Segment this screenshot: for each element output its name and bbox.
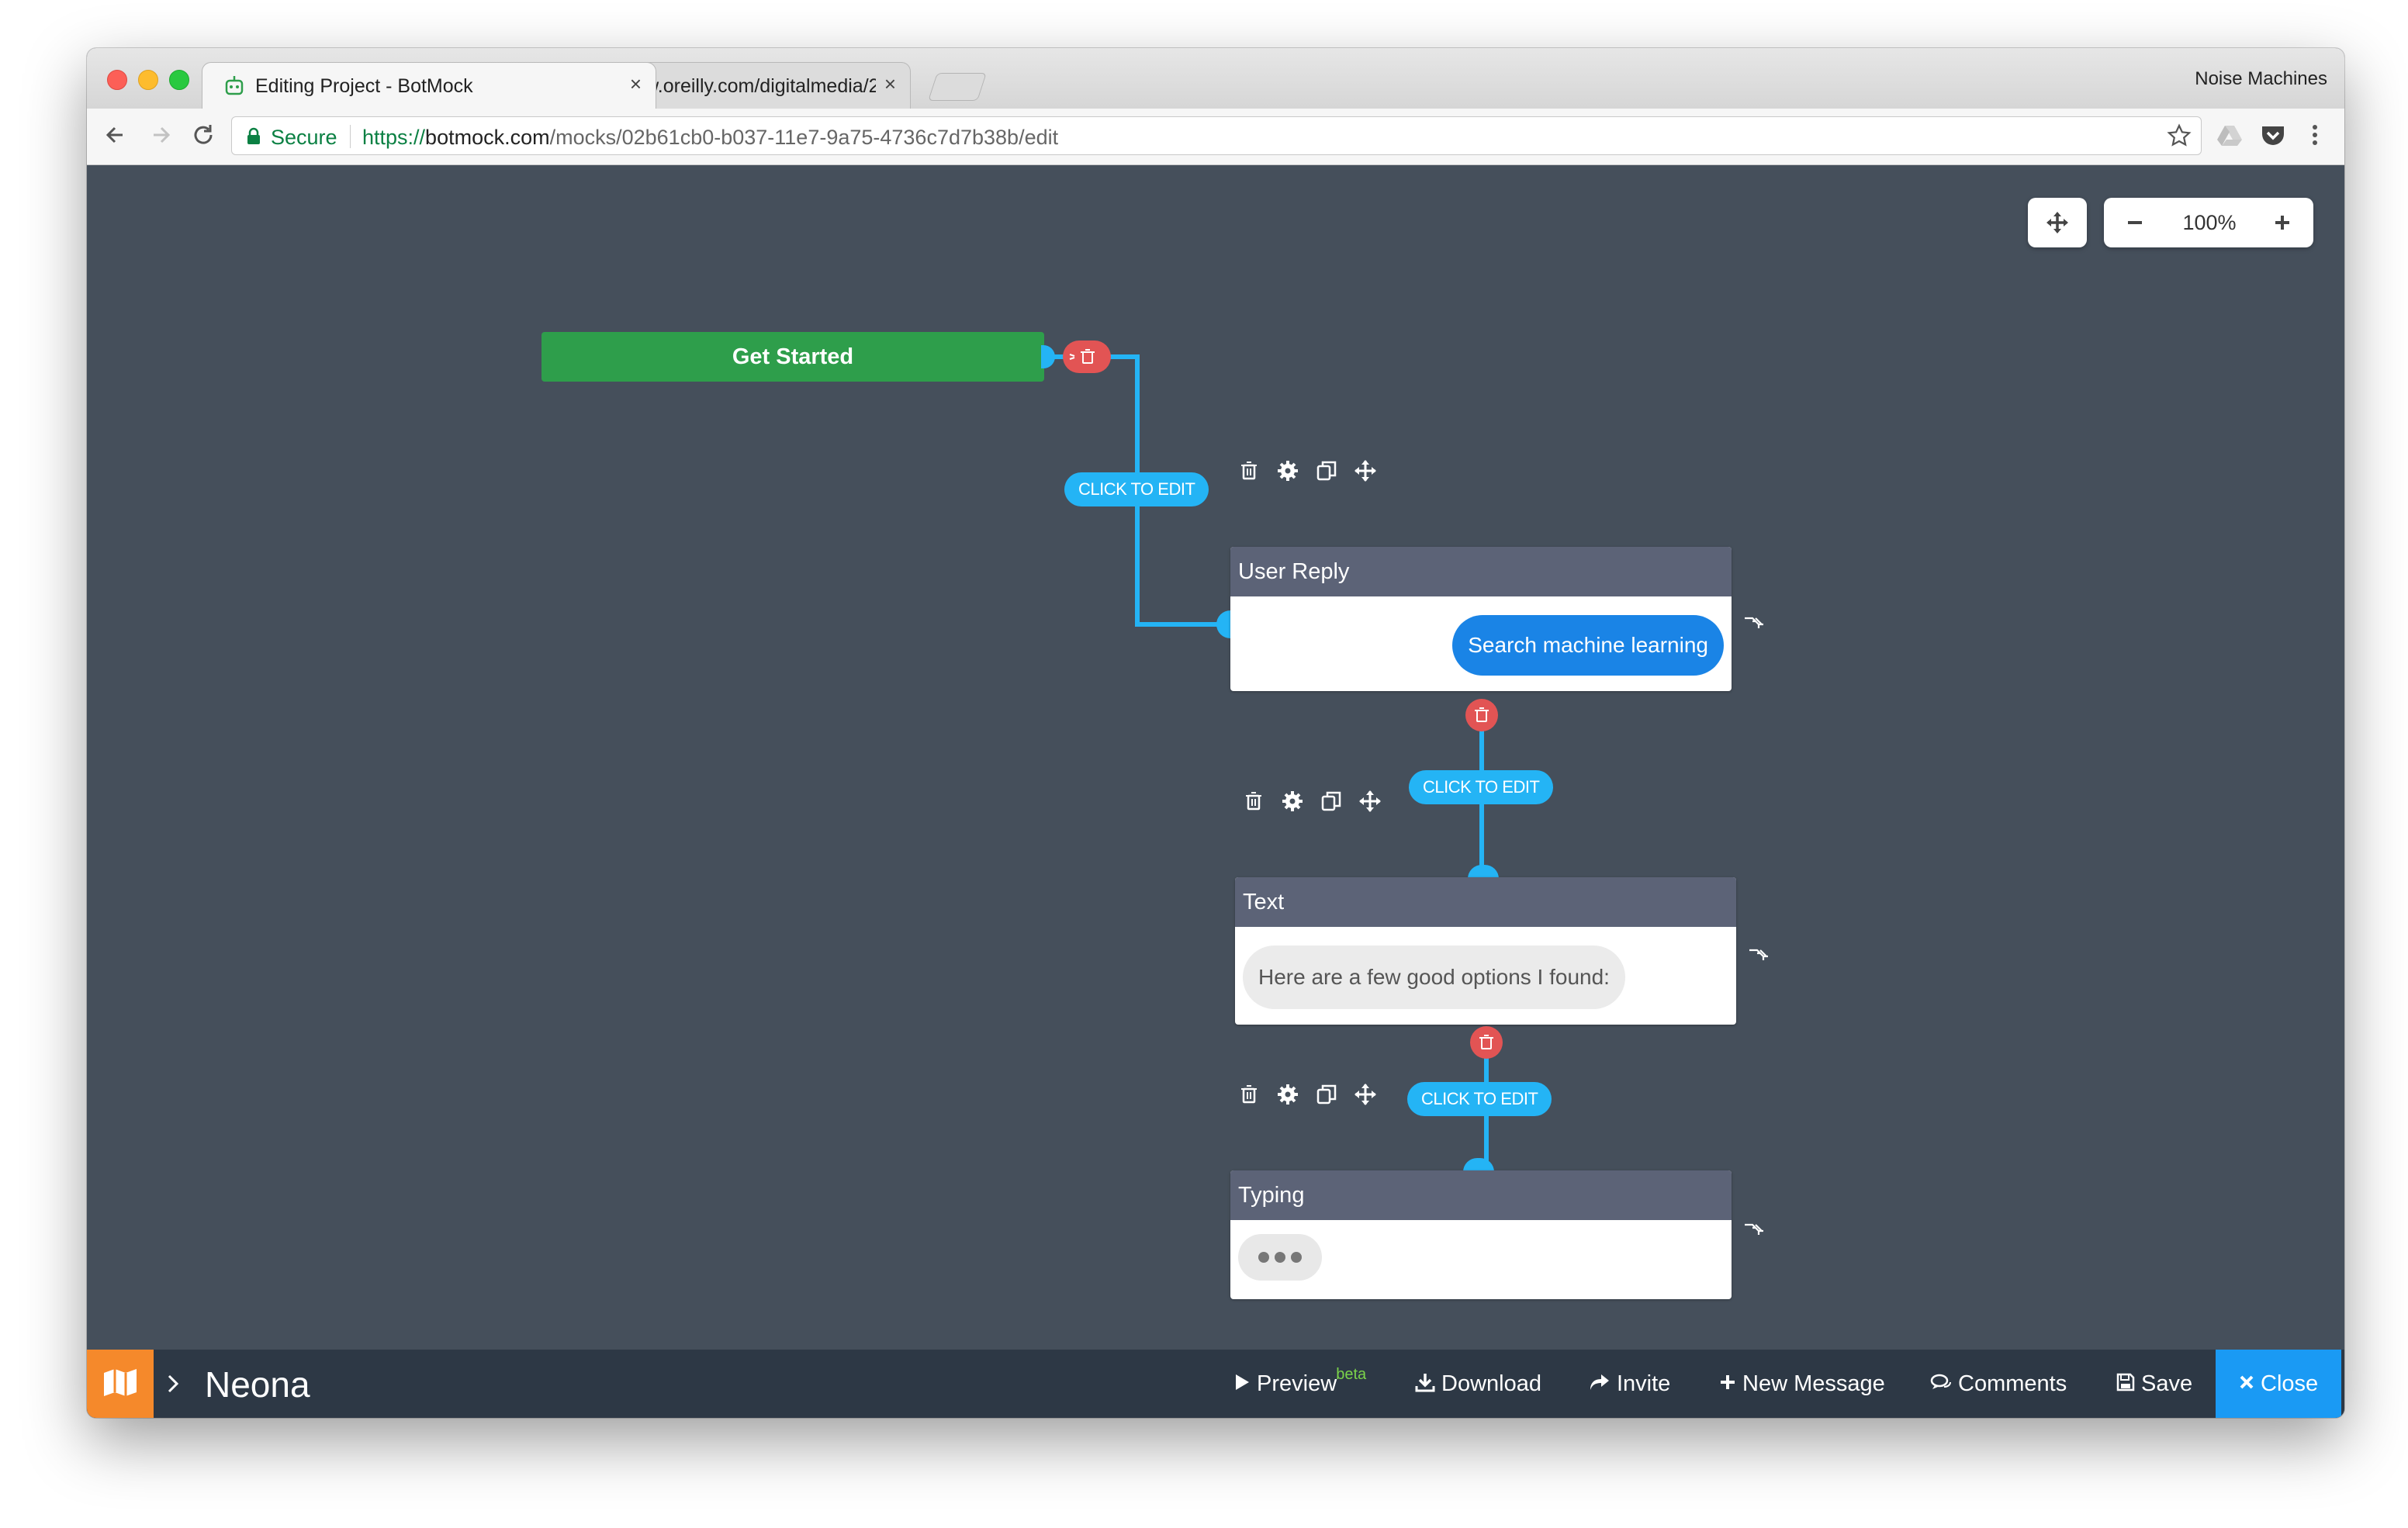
connection-wires	[1044, 354, 1489, 1186]
maximize-window-button[interactable]	[169, 70, 189, 90]
play-icon	[1236, 1374, 1249, 1391]
drive-extension-icon[interactable]	[2216, 121, 2244, 149]
beta-badge: beta	[1336, 1366, 1367, 1383]
duplicate-node-icon[interactable]	[1313, 1080, 1341, 1108]
center-view-button[interactable]	[2028, 198, 2087, 247]
branch-link-icon[interactable]	[1742, 614, 1766, 631]
trash-icon	[1069, 349, 1095, 364]
text-node[interactable]: Text Here are a few good options I found…	[1235, 877, 1736, 1025]
zoom-out-icon[interactable]	[2118, 206, 2152, 240]
lock-icon	[247, 127, 260, 144]
project-name[interactable]: Neona	[205, 1364, 310, 1405]
save-button[interactable]: Save	[2116, 1350, 2192, 1418]
pocket-extension-icon[interactable]	[2259, 121, 2287, 149]
zoom-control: 100%	[2104, 198, 2313, 247]
address-bar[interactable]: Secure https://botmock.com/mocks/02b61cb…	[231, 116, 2202, 155]
floppy-disk-icon	[2116, 1374, 2135, 1391]
new-tab-button[interactable]	[928, 73, 987, 101]
delete-connection-button[interactable]	[1465, 699, 1498, 731]
delete-node-icon[interactable]	[1235, 1080, 1263, 1108]
move-node-icon[interactable]	[1351, 457, 1379, 485]
node-toolbar	[1235, 457, 1390, 485]
profile-name[interactable]: Noise Machines	[2195, 68, 2327, 89]
get-started-node[interactable]: Get Started	[541, 332, 1044, 382]
user-message-bubble[interactable]: Search machine learning	[1452, 615, 1724, 676]
botmock-logo[interactable]	[87, 1350, 154, 1418]
close-tab-icon[interactable]: ×	[629, 72, 642, 95]
bot-message-bubble[interactable]: Here are a few good options I found:	[1243, 945, 1625, 1009]
back-icon[interactable]	[101, 119, 132, 150]
output-connector[interactable]	[1041, 345, 1055, 368]
input-connector[interactable]	[1468, 865, 1499, 879]
chevron-right-icon	[168, 1374, 179, 1393]
click-to-edit-button[interactable]: CLICK TO EDIT	[1064, 472, 1209, 506]
branch-link-icon[interactable]	[1742, 1220, 1766, 1237]
node-header: User Reply	[1230, 547, 1732, 596]
trash-icon	[1475, 707, 1489, 722]
settings-gear-icon[interactable]	[1278, 787, 1306, 815]
duplicate-node-icon[interactable]	[1313, 457, 1341, 485]
forward-icon[interactable]	[144, 119, 175, 150]
address-divider	[350, 125, 351, 148]
node-header: Text	[1235, 877, 1736, 927]
delete-node-icon[interactable]	[1240, 787, 1268, 815]
minimize-window-button[interactable]	[138, 70, 158, 90]
zoom-in-icon[interactable]	[2265, 206, 2299, 240]
trash-icon	[1479, 1035, 1493, 1049]
bookmark-star-icon[interactable]	[2167, 123, 2192, 148]
user-reply-node[interactable]: User Reply Search machine learning	[1230, 547, 1732, 691]
tab-editing-project[interactable]: Editing Project - BotMock ×	[202, 62, 656, 109]
delete-connection-button[interactable]	[1063, 341, 1111, 373]
close-x-icon	[2240, 1375, 2254, 1389]
node-toolbar	[1240, 787, 1395, 815]
browser-toolbar: Secure https://botmock.com/mocks/02b61cb…	[87, 109, 2344, 165]
new-message-button[interactable]: New Message	[1719, 1350, 1885, 1418]
typing-node[interactable]: Typing	[1230, 1170, 1732, 1299]
comments-button[interactable]: Comments	[1930, 1350, 2067, 1418]
close-window-button[interactable]	[107, 70, 127, 90]
delete-connection-button[interactable]	[1470, 1026, 1503, 1059]
tab-title: Editing Project - BotMock	[255, 75, 473, 97]
node-header: Typing	[1230, 1170, 1732, 1220]
tab-strip: Editing Project - BotMock × DR www.oreil…	[87, 48, 2344, 109]
flow-canvas[interactable]: 100% Get Started CLICK TO EDIT	[87, 165, 2344, 1350]
close-button[interactable]: Close	[2216, 1350, 2342, 1418]
node-toolbar	[1235, 1080, 1390, 1108]
reload-icon[interactable]	[188, 119, 219, 150]
settings-gear-icon[interactable]	[1274, 1080, 1302, 1108]
download-icon	[1415, 1374, 1435, 1392]
typing-indicator	[1238, 1234, 1322, 1281]
tab-title: www.oreilly.com/digitalmedia/2	[617, 75, 876, 97]
comments-icon	[1930, 1374, 1951, 1390]
download-button[interactable]: Download	[1415, 1350, 1541, 1418]
click-to-edit-button[interactable]: CLICK TO EDIT	[1407, 1082, 1552, 1116]
zoom-level: 100%	[2182, 211, 2237, 234]
url-text[interactable]: https://botmock.com/mocks/02b61cb0-b037-…	[362, 126, 1059, 149]
move-node-icon[interactable]	[1351, 1080, 1379, 1108]
branch-link-icon[interactable]	[1747, 945, 1770, 963]
delete-node-icon[interactable]	[1235, 457, 1263, 485]
move-icon	[2046, 212, 2068, 233]
botmock-icon	[225, 76, 244, 95]
menu-kebab-icon[interactable]	[2301, 121, 2329, 149]
input-connector[interactable]	[1216, 610, 1230, 638]
move-node-icon[interactable]	[1356, 787, 1384, 815]
browser-window: Editing Project - BotMock × DR www.oreil…	[87, 48, 2344, 1418]
map-icon	[104, 1369, 137, 1396]
click-to-edit-button[interactable]: CLICK TO EDIT	[1409, 770, 1554, 804]
input-connector[interactable]	[1463, 1158, 1494, 1172]
share-arrow-icon	[1590, 1374, 1609, 1391]
secure-label: Secure	[271, 126, 337, 149]
invite-button[interactable]: Invite	[1589, 1350, 1670, 1418]
settings-gear-icon[interactable]	[1274, 457, 1302, 485]
plus-icon	[1721, 1375, 1735, 1390]
close-tab-icon[interactable]: ×	[884, 72, 896, 95]
duplicate-node-icon[interactable]	[1317, 787, 1345, 815]
